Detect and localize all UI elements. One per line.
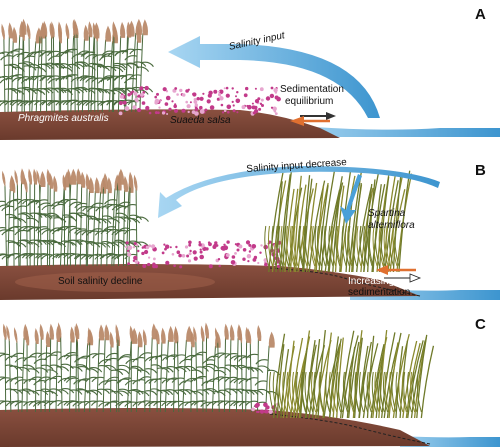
panel-b-spartina-label-2: alterniflora (368, 220, 415, 231)
panel-c-phragmites-reeds (0, 322, 280, 413)
panel-a-soil (0, 109, 340, 140)
panel-a-sedimentation-arrows (290, 112, 336, 126)
panel-b-salinity-arrow-small (340, 174, 362, 224)
panel-b-sediment-line (269, 267, 421, 297)
panel-b-soil-label: Soil salinity decline (58, 276, 143, 287)
panel-b-increasing-label-1: Increasing (348, 276, 395, 287)
panel-a-sedimentation-label-1: Sedimentation (280, 84, 344, 95)
panel-a-phragmites-reeds (0, 18, 154, 113)
panel-a (0, 18, 500, 140)
panel-c-soil (0, 408, 430, 447)
panel-a-letter: A (475, 6, 486, 23)
panel-a-suaeda-shrubs (118, 85, 281, 116)
panel-b-salinity-arrow (158, 166, 440, 218)
panel-b-increasing-label-2: sedimentation (348, 287, 411, 298)
panel-a-water (300, 126, 500, 137)
panel-b-sedimentation-arrows (376, 265, 422, 283)
panel-c-sediment-line (269, 413, 431, 445)
panel-c-spartina-grass (269, 329, 435, 419)
panel-a-suaeda-label: Suaeda salsa (170, 115, 231, 126)
panel-c (0, 322, 500, 447)
panel-b-spartina-grass (264, 170, 413, 273)
panel-a-phragmites-label: Phragmites australis (18, 113, 109, 124)
panel-b-suaeda-shrubs (125, 240, 282, 269)
panel-a-sedimentation-label-2: equilibrium (285, 96, 334, 107)
panel-b-phragmites-reeds (0, 168, 150, 267)
panel-a-salinity-arrow (168, 36, 380, 118)
panel-c-letter: C (475, 316, 486, 333)
panel-b-spartina-label-1: Spartina (368, 208, 406, 219)
panel-b (0, 166, 500, 300)
panel-b-soil-salinity-zone (15, 272, 215, 292)
panel-b-letter: B (475, 162, 486, 179)
